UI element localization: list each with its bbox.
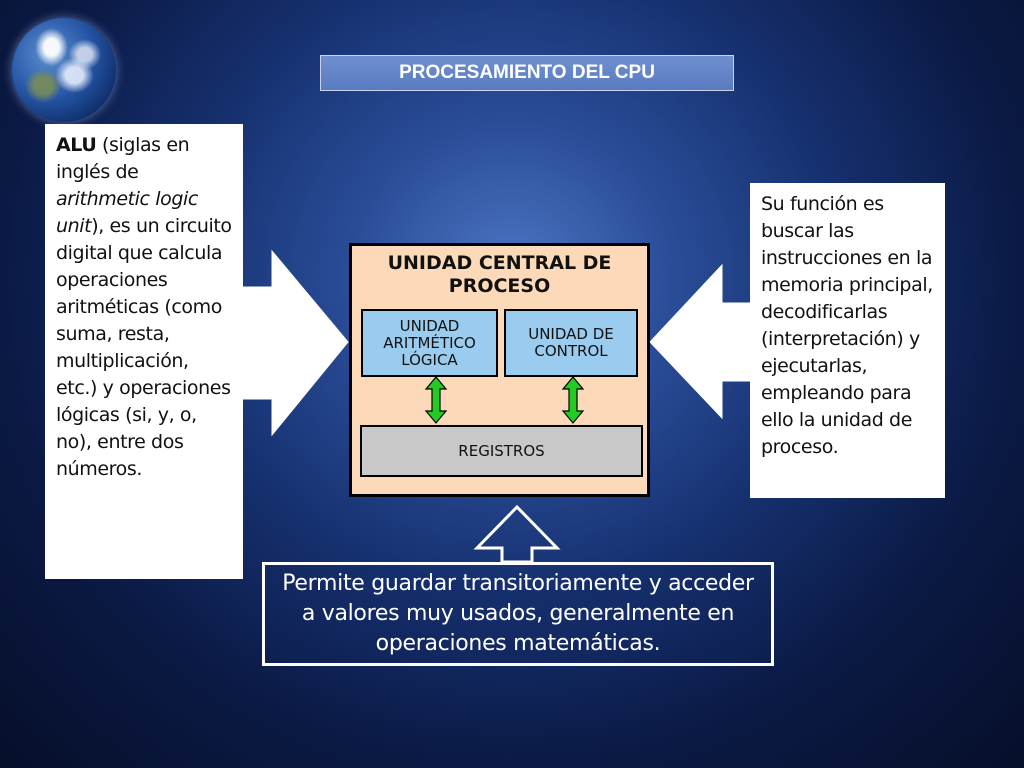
control-register-connector [561,376,585,424]
alu-label-line2: ARITMÉTICO [383,333,476,352]
alu-register-connector [424,376,448,424]
cpu-title-line2: PROCESO [448,275,551,297]
control-unit-label-line2: CONTROL [534,342,608,360]
up-arrow-outline [473,504,561,564]
control-unit-description-box: Su función es buscar las instrucciones e… [750,183,945,498]
cpu-title-line1: UNIDAD CENTRAL DE [387,252,612,274]
alu-label-line3: LÓGICA [401,350,458,369]
registers-block: REGISTROS [360,425,643,477]
alu-term: ALU [56,134,97,156]
alu-block: UNIDAD ARITMÉTICO LÓGICA [361,309,498,377]
connector-arrows [424,376,585,424]
registers-description-text: Permite guardar transitoriamente y acced… [282,571,754,656]
slide-title-text: PROCESAMIENTO DEL CPU [399,62,655,83]
slide-title: PROCESAMIENTO DEL CPU [320,55,734,91]
alu-label-line1: UNIDAD [399,316,460,335]
earth-globe-image [12,18,116,122]
alu-text-part2: ), es un circuito digital que calcula op… [56,215,232,480]
right-arrow-shape [649,263,751,420]
left-arrow-shape [242,249,349,437]
control-unit-description-text: Su función es buscar las instrucciones e… [761,193,933,458]
alu-text-part1: (siglas en inglés de [56,134,190,183]
control-unit-block: UNIDAD DE CONTROL [504,309,638,377]
cpu-diagram: UNIDAD CENTRAL DE PROCESO UNIDAD ARITMÉT… [349,243,650,497]
registers-label: REGISTROS [458,442,545,460]
registers-description-box: Permite guardar transitoriamente y acced… [262,562,774,666]
alu-description-box: ALU (siglas en inglés de arithmetic logi… [45,124,243,579]
cpu-title: UNIDAD CENTRAL DE PROCESO [352,252,647,298]
control-unit-label-line1: UNIDAD DE [528,325,614,343]
alu-italic-term: arithmetic logic unit [56,188,198,237]
